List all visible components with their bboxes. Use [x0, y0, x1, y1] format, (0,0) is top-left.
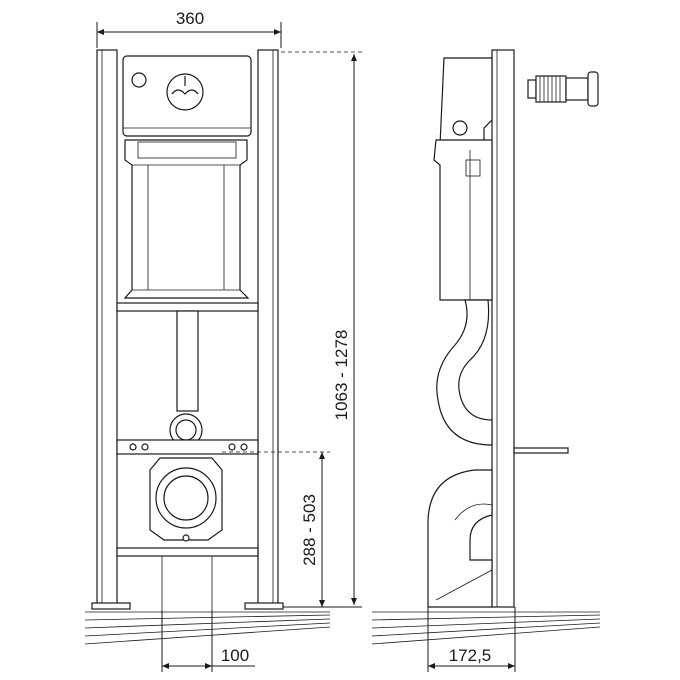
side-bracket [513, 447, 569, 454]
left-foot [91, 602, 131, 610]
cistern-body [123, 139, 250, 299]
side-cistern-body [433, 139, 493, 301]
dim-outlet-height: 288 - 503 [222, 451, 330, 607]
front-view [84, 49, 331, 645]
right-post [257, 49, 279, 606]
flush-button-icon [166, 73, 204, 111]
dim-label-172-5: 172,5 [449, 646, 492, 665]
dim-label-100: 100 [221, 646, 249, 665]
dim-depth: 172,5 [427, 607, 516, 672]
floor-hatch [84, 611, 331, 645]
dim-label-288-503: 288 - 503 [300, 494, 319, 566]
actuator-icon [527, 71, 599, 107]
side-floor-hatch [371, 611, 601, 645]
side-waste-bend [427, 469, 493, 608]
mounting-bar [116, 439, 259, 455]
left-post [96, 49, 118, 606]
dim-outlet-spacing: 100 [161, 610, 255, 672]
side-frame-post [491, 49, 515, 608]
side-view [371, 49, 601, 645]
dim-frame-width: 360 [96, 9, 282, 48]
dim-label-1063-1278: 1063 - 1278 [332, 330, 351, 421]
side-flush-pipe [436, 299, 493, 446]
right-foot [244, 602, 284, 610]
dim-total-height: 1063 - 1278 [281, 51, 362, 608]
dim-label-360: 360 [176, 9, 204, 28]
drain-pipe [176, 310, 199, 412]
